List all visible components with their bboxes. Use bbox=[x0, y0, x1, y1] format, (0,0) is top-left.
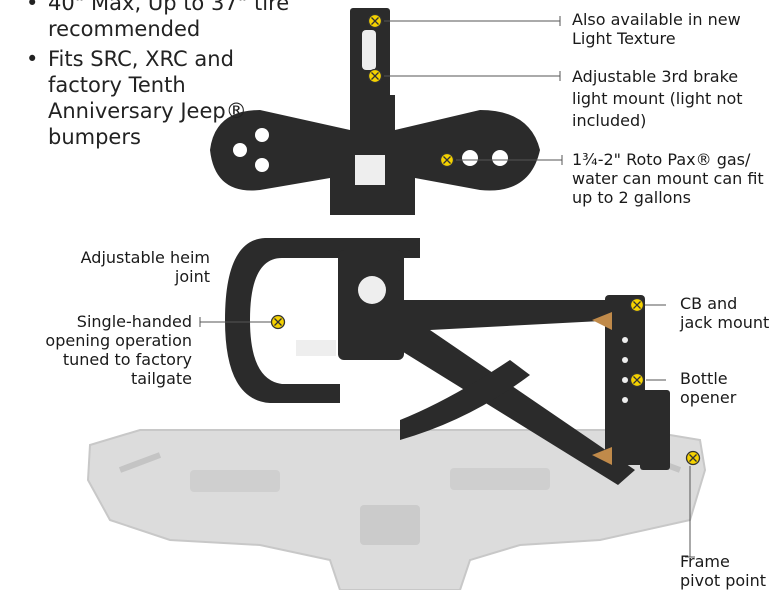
callout-frame-pivot: Frame pivot point bbox=[680, 552, 767, 590]
callout-brake-light: Adjustable 3rd brake light mount (light … bbox=[572, 67, 743, 130]
bullet-item-2: Fits SRC, XRC and factory Tenth Annivers… bbox=[48, 47, 247, 149]
marker-single-handed-icon bbox=[270, 314, 286, 330]
callout-rotopax: 1¾-2" Roto Pax® gas/ water can mount can… bbox=[572, 150, 764, 207]
marker-brake-light-icon bbox=[367, 68, 383, 84]
bullet-dot-2: • bbox=[26, 47, 39, 71]
marker-bottle-opener-icon bbox=[629, 372, 645, 388]
bullet-item-1: 40" Max, Up to 37" tire recommended bbox=[48, 0, 290, 41]
bullet-dot-1: • bbox=[26, 0, 39, 15]
marker-frame-pivot-icon bbox=[685, 450, 701, 466]
callout-light-texture: Also available in new Light Texture bbox=[572, 10, 741, 48]
tire-carrier-image bbox=[210, 8, 670, 485]
marker-rotopax-icon bbox=[439, 152, 455, 168]
marker-cb-jack-icon bbox=[629, 297, 645, 313]
callout-cb-jack: CB and jack mount bbox=[680, 294, 770, 332]
leader-lines bbox=[199, 16, 695, 558]
marker-light-texture-icon bbox=[367, 13, 383, 29]
callout-heim-joint: Adjustable heim joint bbox=[80, 248, 210, 286]
callout-single-handed: Single-handed opening operation tuned to… bbox=[45, 312, 192, 388]
callout-bottle-opener: Bottle opener bbox=[680, 369, 737, 407]
